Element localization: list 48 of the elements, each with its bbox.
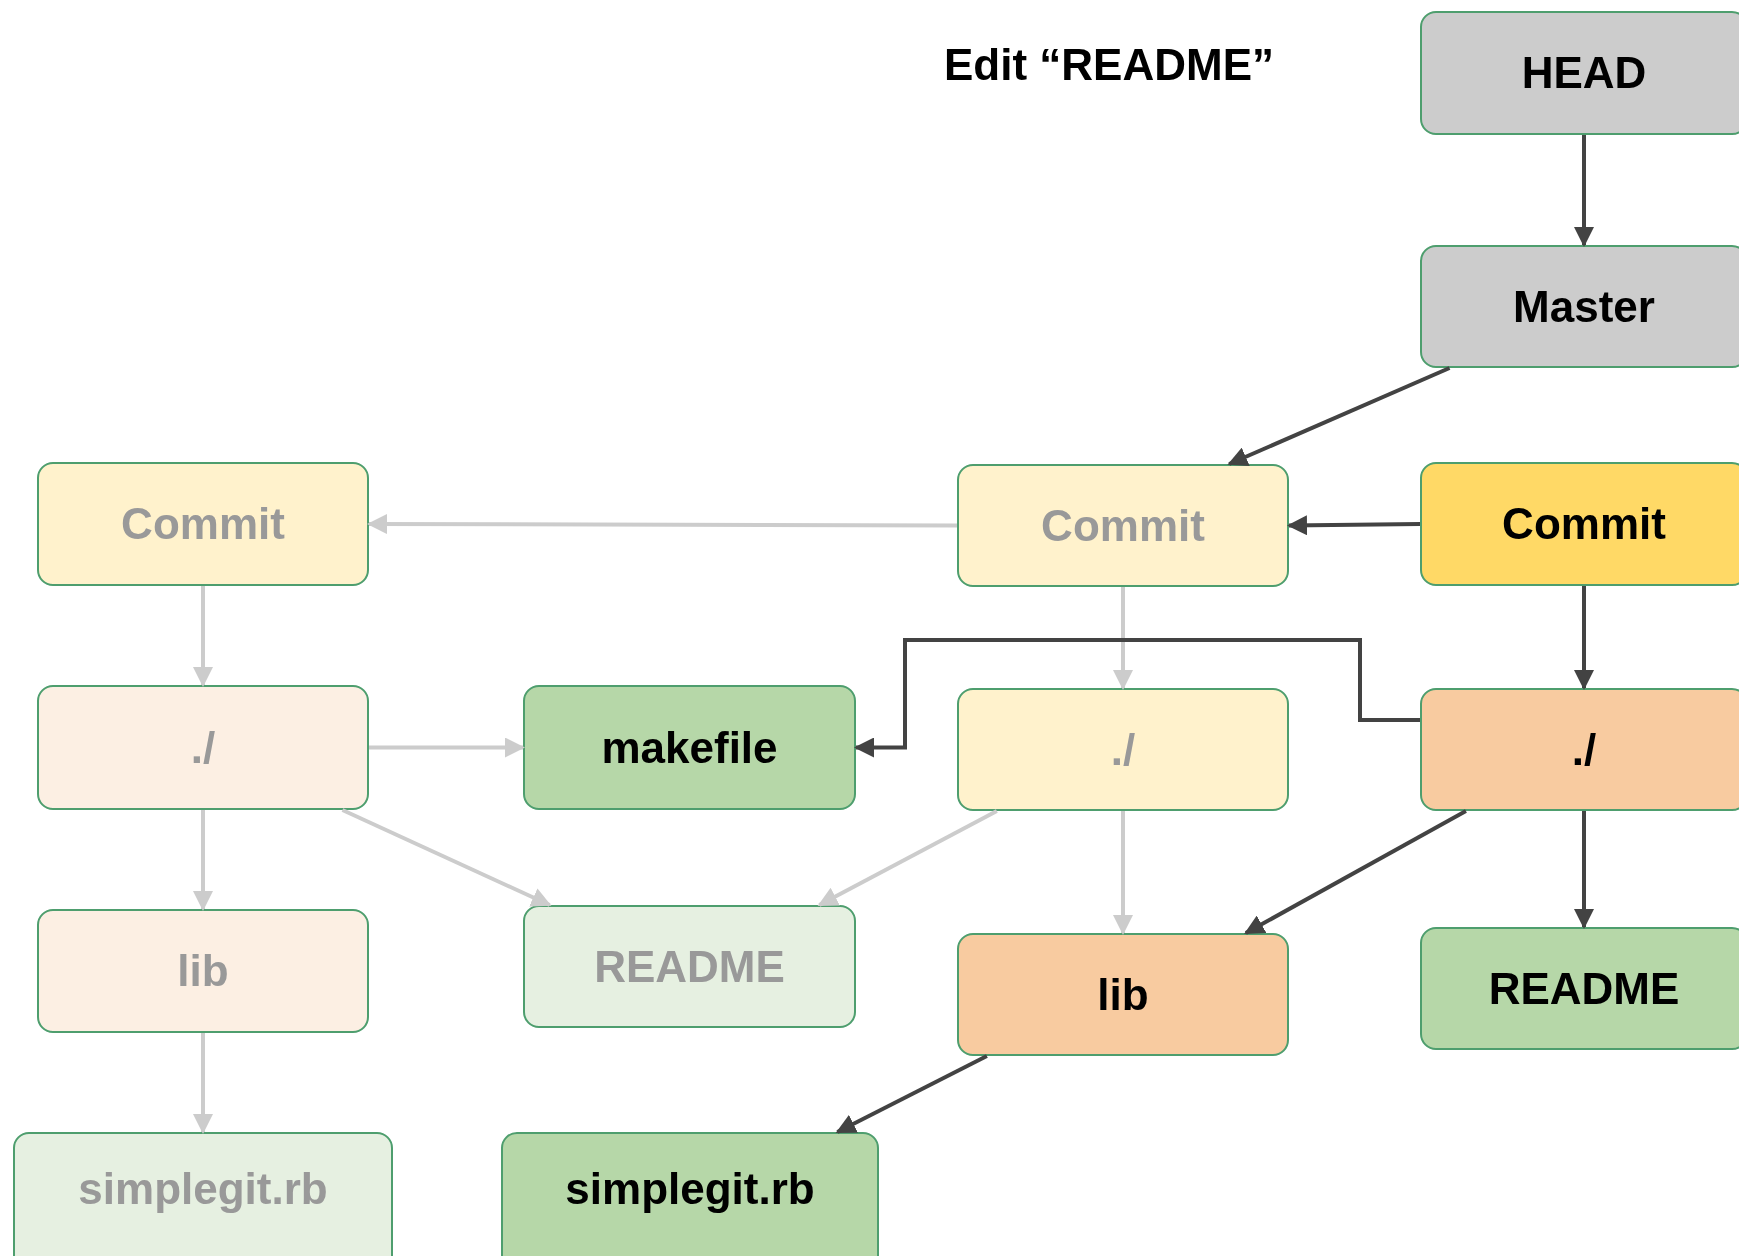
arrow [817, 809, 998, 907]
node-label: Commit [121, 499, 285, 549]
arrow [1244, 809, 1467, 935]
arrow [1113, 811, 1133, 935]
arrow [1574, 811, 1594, 929]
tree-box [1420, 688, 1739, 811]
commit-box [37, 462, 369, 586]
node-label: Commit [1502, 499, 1666, 549]
tree-box [37, 685, 369, 810]
node-label: Commit [1041, 500, 1205, 551]
node-label: simplegit.rb [565, 1164, 815, 1214]
arrow [369, 737, 525, 758]
file-box [13, 1132, 393, 1256]
tree-box [957, 933, 1289, 1056]
node-label: lib [177, 946, 229, 996]
node-label: simplegit.rb [78, 1164, 328, 1214]
file-box [1420, 927, 1739, 1050]
ref-box [1420, 11, 1739, 135]
arrow [1287, 515, 1421, 536]
arrow [854, 638, 1420, 758]
file-box [501, 1132, 879, 1256]
node-label: HEAD [1521, 48, 1647, 98]
arrow [193, 1033, 213, 1134]
node-label: lib [1097, 969, 1149, 1020]
arrow [835, 1054, 988, 1134]
arrow [1227, 366, 1451, 466]
title-text: Edit “README” [944, 40, 1274, 90]
tree-box [957, 688, 1289, 811]
arrow [1113, 587, 1133, 690]
node-label: Master [1513, 281, 1655, 332]
node-label: README [1488, 963, 1680, 1014]
file-box [523, 685, 856, 810]
node-label: makefile [601, 722, 778, 773]
commit-box [957, 464, 1289, 587]
arrow [193, 810, 213, 911]
node-label: ./ [1110, 724, 1136, 775]
arrow [1574, 135, 1594, 247]
node-label: README [594, 941, 785, 992]
commit-box [1420, 462, 1739, 586]
node-label: ./ [1571, 724, 1597, 775]
arrow [341, 808, 552, 907]
branch-box [1420, 245, 1739, 368]
file-box [523, 905, 856, 1028]
tree-box [37, 909, 369, 1033]
arrow [1574, 586, 1594, 690]
node-label: ./ [190, 722, 216, 773]
arrow [367, 514, 957, 535]
arrow [193, 586, 213, 687]
